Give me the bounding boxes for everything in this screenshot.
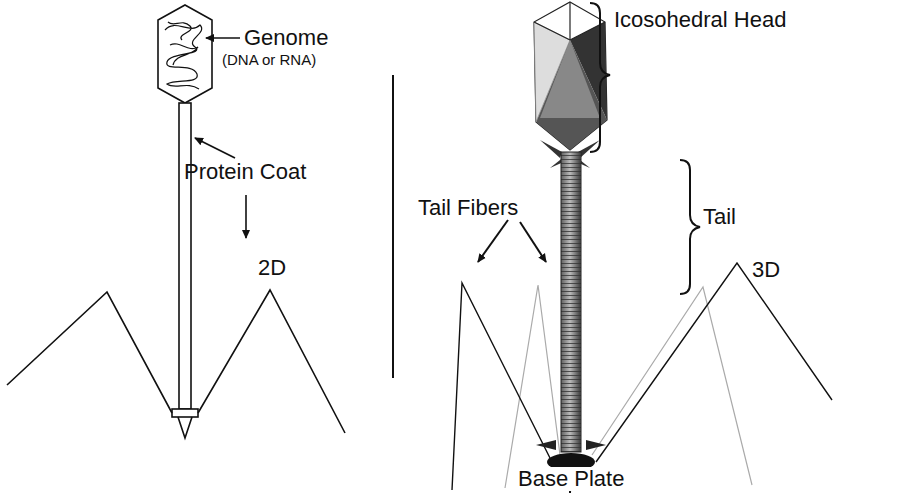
baseplate-label: Base Plate: [518, 467, 624, 491]
coat-label: Protein Coat: [184, 160, 306, 184]
fibers-label: Tail Fibers: [418, 196, 518, 220]
genome-label: Genome: [244, 26, 328, 50]
head-label: Icosohedral Head: [614, 8, 786, 32]
tail-label: Tail: [703, 205, 736, 229]
view-label: 2D: [258, 256, 286, 280]
view-label: 3D: [752, 258, 780, 282]
genome-note: (DNA or RNA): [222, 52, 316, 69]
